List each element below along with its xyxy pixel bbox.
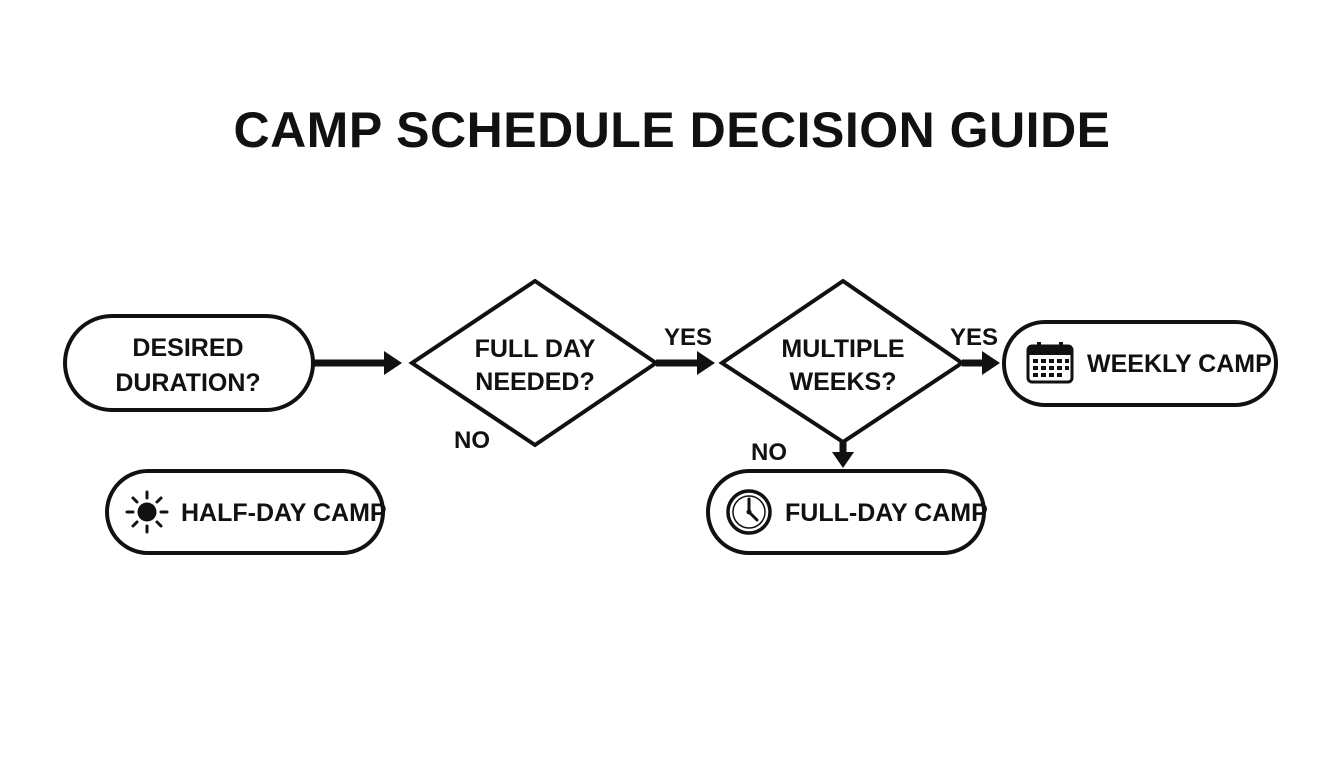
- start-node: DESIRED DURATION?: [63, 314, 315, 412]
- arrow-start-to-full-day: [313, 351, 402, 375]
- half-day-camp-label: HALF-DAY CAMP: [181, 499, 387, 527]
- page-title: CAMP SCHEDULE DECISION GUIDE: [233, 102, 1110, 158]
- start-node-label-line2: DURATION?: [115, 369, 260, 397]
- decision-full-day-label-line2: NEEDED?: [475, 368, 594, 396]
- weekly-camp-node: WEEKLY CAMP: [1002, 320, 1278, 407]
- arrow-multiple-weeks-no: [832, 440, 854, 468]
- calendar-icon: [1026, 342, 1074, 384]
- start-node-label-line1: DESIRED: [132, 334, 243, 362]
- half-day-camp-node: HALF-DAY CAMP: [105, 469, 387, 555]
- arrow-full-day-yes: [656, 351, 715, 375]
- clock-icon: [726, 489, 772, 535]
- edge-label-multiple-weeks-yes: YES: [950, 324, 998, 351]
- decision-multiple-weeks: MULTIPLE WEEKS?: [718, 278, 966, 445]
- decision-multiple-weeks-label-line2: WEEKS?: [790, 368, 897, 396]
- decision-multiple-weeks-label-line1: MULTIPLE: [781, 335, 904, 363]
- full-day-camp-label: FULL-DAY CAMP: [785, 499, 988, 527]
- decision-full-day-label-line1: FULL DAY: [475, 335, 596, 363]
- full-day-camp-node: FULL-DAY CAMP: [706, 469, 988, 555]
- edge-label-full-day-yes: YES: [664, 324, 712, 351]
- sun-icon: [125, 490, 169, 534]
- weekly-camp-label: WEEKLY CAMP: [1087, 350, 1272, 378]
- arrow-multiple-weeks-yes: [962, 351, 1000, 375]
- decision-full-day: FULL DAY NEEDED?: [408, 278, 660, 448]
- edge-label-full-day-no: NO: [454, 427, 490, 454]
- edge-label-multiple-weeks-no: NO: [751, 439, 787, 466]
